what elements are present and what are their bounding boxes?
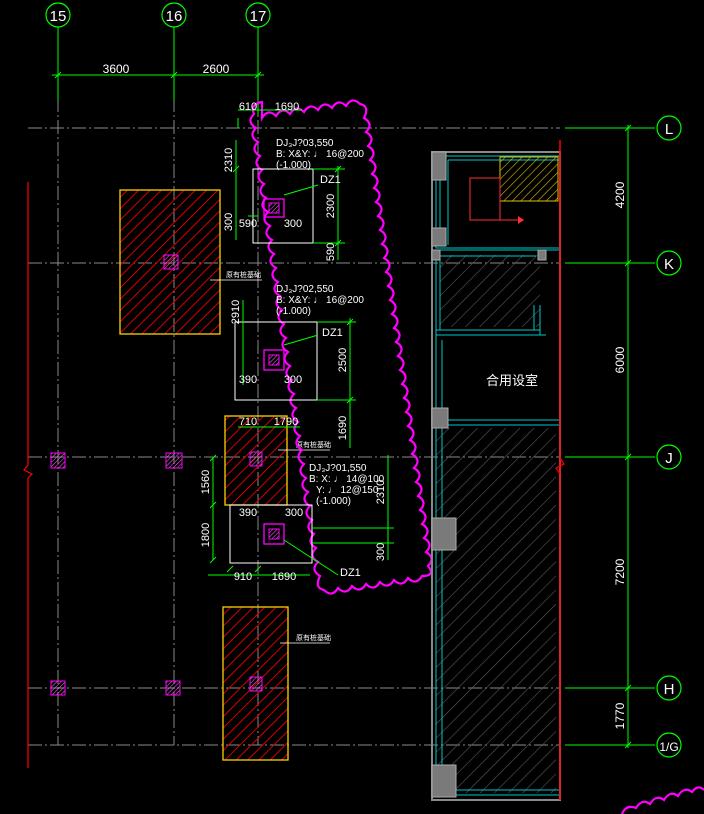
dim-300-f3: 300	[285, 507, 303, 519]
dim-390-f3: 390	[239, 507, 257, 519]
dim-2910: 2910	[230, 300, 242, 324]
footing-3-column-tag: DZ1	[340, 567, 361, 579]
axis-bubble-L: L	[656, 115, 682, 141]
footing-3-label-line3: Y: ♩ 12@150	[316, 485, 379, 496]
new-footing-1	[232, 104, 345, 260]
dim-1790: 1790	[274, 416, 298, 428]
dim-300-f2: 300	[284, 374, 302, 386]
top-dimensions	[52, 71, 264, 79]
footing-2-label-line3: (-1.000)	[276, 306, 311, 317]
dim-2310-f3: 2310	[375, 480, 387, 504]
existing-pile-note-2: 原有桩基础	[296, 440, 331, 449]
new-footing-2	[234, 300, 356, 448]
new-footing-3	[208, 426, 394, 576]
footing-1-label-line3: (-1.000)	[276, 160, 311, 171]
existing-pile-note-1: 原有桩基础	[226, 270, 261, 279]
revision-cloud	[249, 99, 433, 595]
dim-2300: 2300	[325, 194, 337, 218]
footing-1-label-line2: B: X&Y: ♩ 16@200	[276, 149, 364, 160]
dim-1560: 1560	[200, 470, 212, 494]
dim-300-f1-side: 300	[223, 213, 235, 231]
svg-text:L: L	[665, 121, 673, 138]
axis-bubble-17: 17	[245, 2, 271, 28]
dim-710: 710	[239, 416, 257, 428]
dim-610: 610	[239, 101, 257, 113]
dim-1800: 1800	[200, 523, 212, 547]
existing-footing-2	[224, 415, 288, 506]
svg-text:1/G: 1/G	[659, 740, 678, 754]
revision-cloud-fragment	[620, 786, 704, 814]
column-markers	[50, 452, 183, 696]
footing-3-label-line1: DJ₃J?01,550	[309, 463, 367, 474]
axis-bubble-15: 15	[45, 2, 71, 28]
dim-4200: 4200	[613, 181, 627, 208]
footing-3-label-line4: (-1.000)	[316, 496, 351, 507]
existing-footing-3	[222, 606, 289, 761]
dim-1690-f2: 1690	[337, 416, 349, 440]
dim-1690-top: 1690	[275, 101, 299, 113]
dim-7200: 7200	[613, 558, 627, 585]
svg-text:H: H	[664, 681, 675, 698]
existing-footing-1	[119, 189, 221, 335]
footing-2-column-tag: DZ1	[322, 327, 343, 339]
dim-2500: 2500	[337, 348, 349, 372]
dim-2310-f1: 2310	[223, 148, 235, 172]
dim-590-f1: 590	[239, 218, 257, 230]
axis-bubble-J: J	[656, 444, 682, 470]
dim-590-below: 590	[325, 243, 337, 261]
svg-text:16: 16	[166, 8, 183, 25]
building-block	[431, 140, 565, 801]
svg-text:15: 15	[50, 8, 67, 25]
dim-1690-f3: 1690	[272, 571, 296, 583]
break-line-left	[23, 182, 34, 768]
right-axis	[565, 124, 655, 749]
dim-300-f3-side: 300	[375, 543, 387, 561]
svg-text:J: J	[665, 450, 673, 467]
axis-bubble-1G: 1/G	[656, 732, 682, 758]
grid-lines	[28, 32, 560, 746]
footing-1-label-line1: DJ₃J?03,550	[276, 138, 334, 149]
dim-390-f2: 390	[239, 374, 257, 386]
dim-300-f1: 300	[284, 218, 302, 230]
axis-bubble-K: K	[656, 250, 682, 276]
dim-910: 910	[234, 571, 252, 583]
footing-1-column-tag: DZ1	[320, 174, 341, 186]
dim-3600: 3600	[103, 62, 130, 76]
svg-text:K: K	[664, 256, 674, 273]
dim-1770: 1770	[613, 702, 627, 729]
footing-2-label-line1: DJ₃J?02,550	[276, 284, 334, 295]
room-label: 合用设室	[486, 373, 538, 388]
footing-2-label-line2: B: X&Y: ♩ 16@200	[276, 295, 364, 306]
dim-2600: 2600	[203, 62, 230, 76]
axis-bubble-16: 16	[161, 2, 187, 28]
svg-text:17: 17	[250, 8, 267, 25]
footing-3-label-line2: B: X: ♩ 14@100	[309, 474, 385, 485]
dim-6000: 6000	[613, 346, 627, 373]
axis-bubble-H: H	[656, 675, 682, 701]
existing-pile-note-3: 原有桩基础	[296, 633, 331, 642]
